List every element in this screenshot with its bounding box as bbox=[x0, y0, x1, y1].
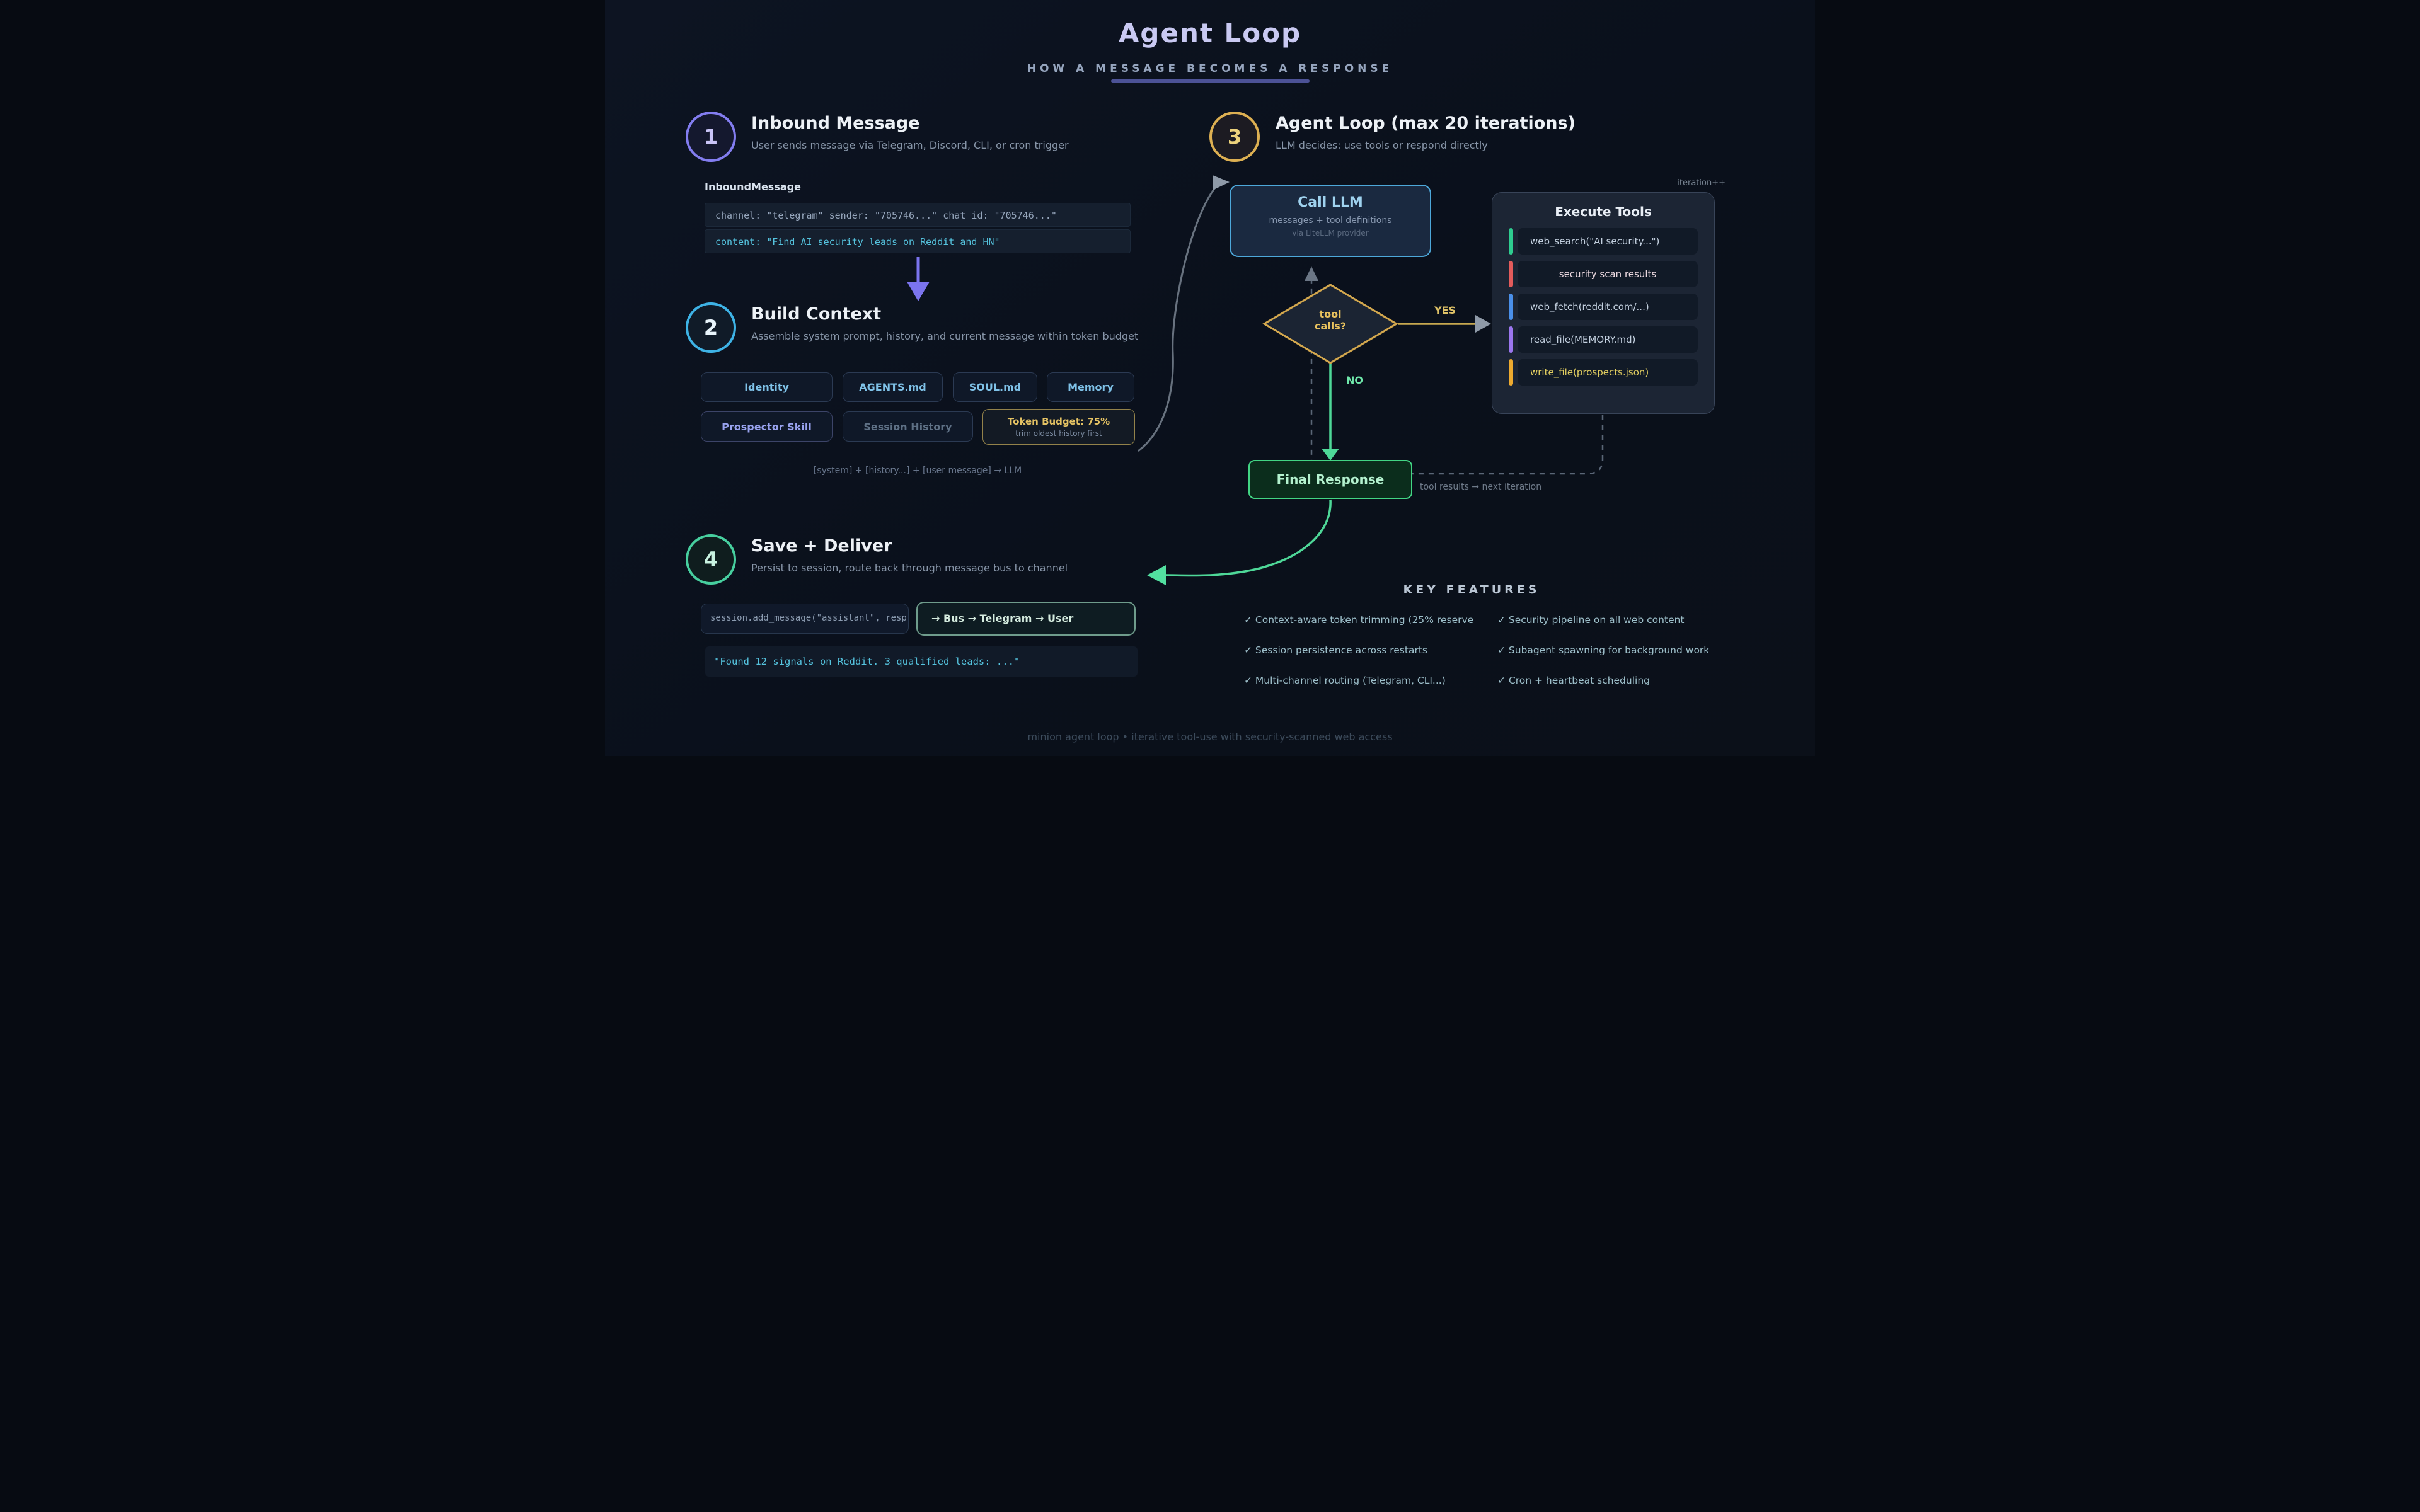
feature-item: ✓ Cron + heartbeat scheduling bbox=[1497, 675, 1650, 686]
decision-line2: calls? bbox=[1314, 320, 1347, 332]
feature-item: ✓ Context-aware token trimming (25% rese… bbox=[1244, 614, 1474, 626]
iteration-counter-label: iteration++ bbox=[1677, 178, 1726, 188]
call-llm-sub: messages + tool definitions bbox=[1269, 215, 1392, 226]
tool-row-web-fetch: web_fetch(reddit.com/...) bbox=[1509, 294, 1698, 320]
final-response-node: Final Response bbox=[1248, 460, 1412, 499]
execute-tools-title: Execute Tools bbox=[1555, 204, 1652, 219]
token-budget-value: Token Budget: 75% bbox=[1007, 416, 1110, 427]
inbound-message-label: InboundMessage bbox=[705, 181, 801, 193]
flow-connectors bbox=[907, 175, 1604, 585]
step1-badge: 1 bbox=[686, 112, 736, 162]
session-save-chip: session.add_message("assistant", resp bbox=[701, 604, 909, 634]
step1-number: 1 bbox=[703, 125, 718, 149]
key-features-title: KEY FEATURES bbox=[1403, 583, 1540, 597]
feature-item: ✓ Session persistence across restarts bbox=[1244, 644, 1427, 656]
page-title: Agent Loop bbox=[1118, 18, 1302, 49]
feature-item: ✓ Multi-channel routing (Telegram, CLI..… bbox=[1244, 675, 1446, 686]
step1-subtitle: User sends message via Telegram, Discord… bbox=[751, 139, 1069, 151]
chip-session-history: Session History bbox=[843, 411, 973, 442]
step2-title: Build Context bbox=[751, 304, 882, 324]
chip-agents-md: AGENTS.md bbox=[843, 372, 943, 402]
step1-title: Inbound Message bbox=[751, 113, 920, 133]
step4-title: Save + Deliver bbox=[751, 536, 892, 556]
iteration-loop-dashed-icon bbox=[1305, 266, 1604, 475]
title-underline bbox=[1111, 79, 1310, 83]
tool-color-bar bbox=[1509, 228, 1513, 255]
tool-label: write_file(prospects.json) bbox=[1518, 359, 1698, 386]
tool-label: web_fetch(reddit.com/...) bbox=[1518, 294, 1698, 320]
yes-arrow-icon bbox=[1398, 315, 1491, 333]
tool-label: security scan results bbox=[1518, 261, 1698, 287]
tool-color-bar bbox=[1509, 261, 1513, 287]
context-formula: [system] + [history...] + [user message]… bbox=[813, 466, 1022, 476]
step4-subtitle: Persist to session, route back through m… bbox=[751, 562, 1068, 574]
token-budget-note: trim oldest history first bbox=[1015, 429, 1102, 438]
inbound-code-line-1: channel: "telegram" sender: "705746..." … bbox=[705, 203, 1131, 227]
step3-number: 3 bbox=[1227, 125, 1242, 149]
tool-row-read-file: read_file(MEMORY.md) bbox=[1509, 326, 1698, 353]
chip-prospector-skill: Prospector Skill bbox=[701, 411, 833, 442]
step2-subtitle: Assemble system prompt, history, and cur… bbox=[751, 330, 1139, 342]
chip-identity: Identity bbox=[701, 372, 833, 402]
tool-label: web_search("AI security...") bbox=[1518, 228, 1698, 255]
no-branch-label: NO bbox=[1346, 374, 1363, 386]
chip-memory: Memory bbox=[1047, 372, 1134, 402]
tool-row-security-scan: security scan results bbox=[1509, 261, 1698, 287]
context-to-llm-curve-icon bbox=[1138, 175, 1230, 452]
tool-color-bar bbox=[1509, 359, 1513, 386]
feature-item: ✓ Security pipeline on all web content bbox=[1497, 614, 1685, 626]
step3-badge: 3 bbox=[1209, 112, 1260, 162]
inbound-code-line-2: content: "Find AI security leads on Redd… bbox=[705, 229, 1131, 253]
feature-item: ✓ Subagent spawning for background work bbox=[1497, 644, 1710, 656]
chip-token-budget: Token Budget: 75% trim oldest history fi… bbox=[982, 409, 1135, 445]
footer-caption: minion agent loop • iterative tool-use w… bbox=[1027, 731, 1393, 743]
agent-loop-diagram: Agent Loop HOW A MESSAGE BECOMES A RESPO… bbox=[605, 0, 1815, 756]
step4-number: 4 bbox=[703, 547, 718, 571]
decision-line1: tool bbox=[1319, 308, 1342, 320]
tool-color-bar bbox=[1509, 294, 1513, 320]
yes-branch-label: YES bbox=[1434, 304, 1456, 316]
decision-diamond bbox=[1262, 284, 1398, 364]
step3-title: Agent Loop (max 20 iterations) bbox=[1276, 113, 1576, 133]
call-llm-note: via LiteLLM provider bbox=[1292, 229, 1369, 238]
chip-soul-md: SOUL.md bbox=[953, 372, 1037, 402]
call-llm-title: Call LLM bbox=[1298, 195, 1363, 210]
page-subtitle: HOW A MESSAGE BECOMES A RESPONSE bbox=[1027, 62, 1393, 75]
down-arrow-icon bbox=[907, 257, 930, 301]
no-arrow-icon bbox=[1322, 364, 1339, 461]
call-llm-node: Call LLM messages + tool definitions via… bbox=[1230, 185, 1431, 257]
tool-label: read_file(MEMORY.md) bbox=[1518, 326, 1698, 353]
step2-badge: 2 bbox=[686, 302, 736, 353]
final-to-save-curve-icon bbox=[1147, 499, 1332, 585]
tool-color-bar bbox=[1509, 326, 1513, 353]
step4-badge: 4 bbox=[686, 534, 736, 585]
step2-number: 2 bbox=[703, 316, 718, 340]
tool-row-write-file: write_file(prospects.json) bbox=[1509, 359, 1698, 386]
tool-row-web-search: web_search("AI security...") bbox=[1509, 228, 1698, 255]
bus-route-chip: → Bus → Telegram → User bbox=[916, 602, 1136, 636]
result-message: "Found 12 signals on Reddit. 3 qualified… bbox=[705, 646, 1138, 677]
loop-back-label: tool results → next iteration bbox=[1420, 482, 1542, 492]
decision-label: tool calls? bbox=[1299, 308, 1362, 332]
step3-subtitle: LLM decides: use tools or respond direct… bbox=[1276, 139, 1488, 151]
